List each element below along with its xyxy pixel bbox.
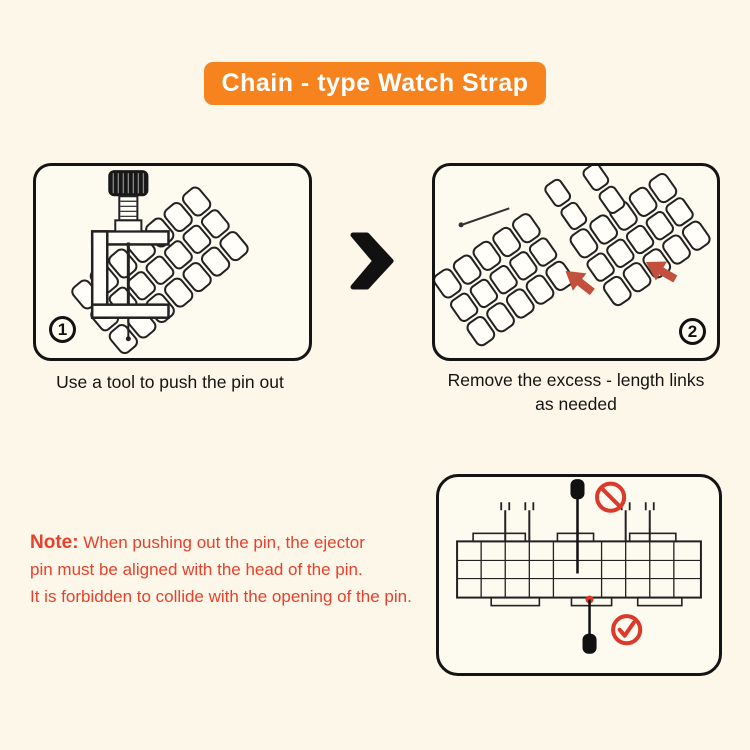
- check-icon: [611, 614, 643, 646]
- step1-panel: 1: [33, 163, 312, 361]
- note-line-2: pin must be aligned with the head of the…: [30, 560, 363, 579]
- removed-pin: [458, 207, 510, 228]
- step2-caption: Remove the excess - length links as need…: [424, 368, 728, 416]
- ejected-pin-bottom: [582, 595, 597, 654]
- step2-number-badge: 2: [679, 318, 706, 345]
- strap-segment-lower: [435, 213, 575, 347]
- strap-segment-upper: [569, 172, 711, 307]
- prohibition-icon: [595, 481, 627, 513]
- fork-pins: [500, 502, 655, 542]
- step2-caption-line2: as needed: [535, 394, 617, 414]
- step1-number-badge: 1: [49, 316, 76, 343]
- links-removal-illustration: [435, 166, 711, 347]
- alignment-diagram-panel: [436, 474, 722, 676]
- title-banner: Chain - type Watch Strap: [204, 62, 546, 105]
- note-line-1: When pushing out the pin, the ejector: [83, 533, 365, 552]
- step1-number: 1: [57, 319, 68, 339]
- red-arrow-icon: [565, 270, 595, 296]
- pin-push-tool-illustration: [71, 170, 249, 355]
- page-title: Chain - type Watch Strap: [221, 69, 529, 97]
- step2-number: 2: [687, 321, 698, 341]
- note-label: Note:: [30, 532, 79, 553]
- link-remover-tool: [90, 230, 170, 319]
- note-text: Note: When pushing out the pin, the ejec…: [30, 529, 470, 610]
- strap-side-view: [456, 532, 702, 607]
- knurled-knob: [108, 170, 149, 233]
- step1-caption-line: Use a tool to push the pin out: [56, 372, 284, 392]
- next-step-arrow-icon: [350, 232, 394, 290]
- ejector-pin-top: [570, 479, 585, 574]
- step2-panel: 2: [432, 163, 720, 361]
- loose-links: [544, 166, 626, 231]
- note-line-3: It is forbidden to collide with the open…: [30, 587, 412, 606]
- pin-alignment-diagram: [456, 479, 702, 654]
- step1-caption: Use a tool to push the pin out: [30, 370, 310, 394]
- red-arrow-icon: [645, 261, 678, 283]
- step2-caption-line1: Remove the excess - length links: [447, 370, 705, 390]
